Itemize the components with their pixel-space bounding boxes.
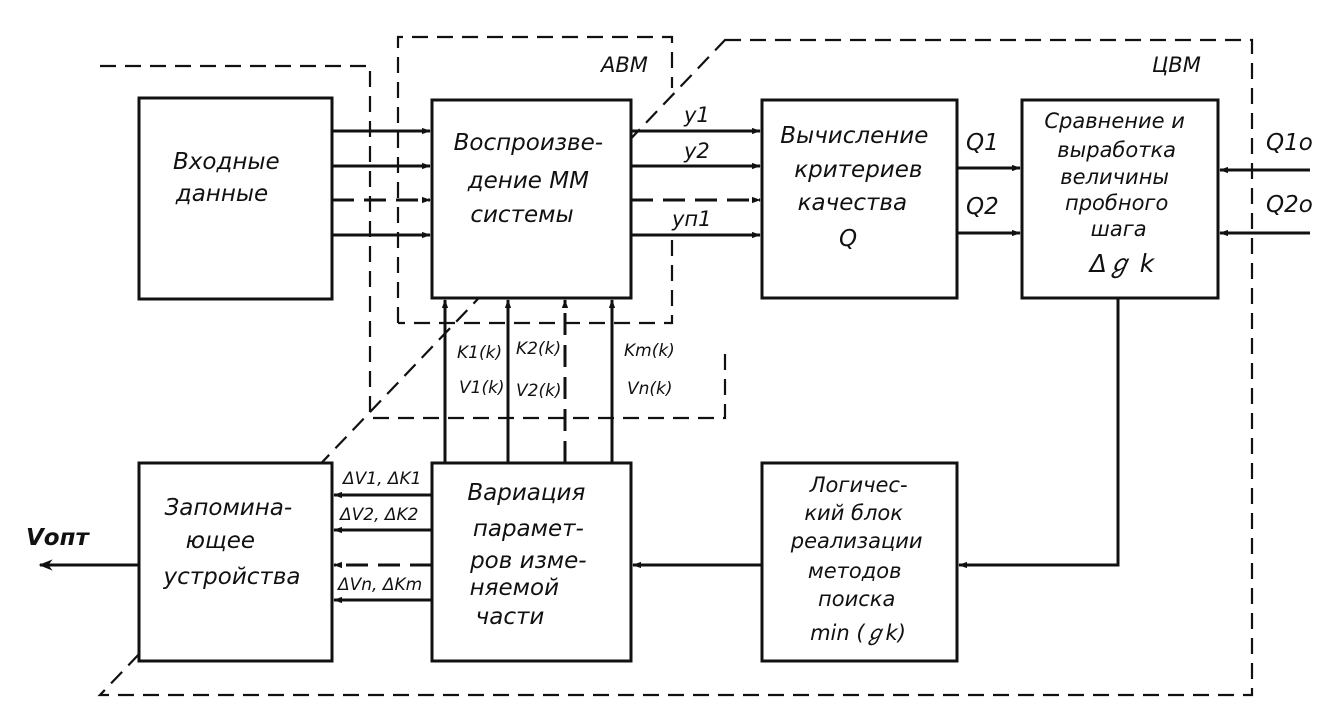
variation-text-line: парамет- [473, 516, 584, 542]
yn1-label: yп1 [671, 207, 712, 231]
logic-block-text: Логичес- кий блок реализации методов пои… [790, 473, 930, 646]
reproduction-text-line: Воспроизве- [454, 130, 603, 156]
vn-label: Vn(k) [627, 379, 673, 399]
variation-text-line: няемой [470, 575, 559, 601]
memory-text-line: Запомина- [165, 495, 293, 521]
input-text-line: данные [175, 181, 268, 207]
v2-label: V2(k) [516, 381, 562, 401]
dvn-label: ΔVn, ΔKm [336, 575, 422, 595]
v1-label: V1(k) [459, 378, 505, 398]
variation-text-line: части [476, 604, 545, 630]
y1-label: y1 [683, 103, 710, 127]
criteria-text-line: критериев [794, 157, 922, 183]
input-block-text: Входные данные [173, 149, 287, 207]
criteria-text-line: Q [839, 226, 857, 252]
compare-block [1020, 98, 1220, 300]
compare-text-line: Δℊ k [1088, 249, 1156, 279]
compare-text-line: шага [1091, 217, 1147, 241]
input-text-line: Входные [173, 149, 280, 175]
cvm-label: ЦВМ [1152, 53, 1201, 77]
k1-label: K1(k) [457, 343, 502, 363]
variation-text-line: Вариация [467, 480, 585, 506]
avm-label: АВМ [599, 53, 648, 77]
criteria-block-text: Вычисление критериев качества Q [780, 123, 935, 252]
logic-text-line: реализации [790, 529, 923, 553]
logic-text-line: кий блок [804, 501, 903, 525]
compare-text-line: выработка [1057, 138, 1176, 162]
criteria-text-line: качества [798, 190, 907, 216]
km-label: Km(k) [624, 341, 675, 361]
compare-text-line: Сравнение и [1044, 109, 1185, 133]
memory-block [137, 461, 334, 663]
k2-label: K2(k) [516, 339, 561, 359]
logic-text-line: min (ℊk) [810, 621, 906, 646]
compare-to-logic-arrow [958, 298, 1120, 569]
compare-text-line: пробного [1065, 191, 1168, 215]
memory-block-text: Запомина- ющее устройства [163, 495, 301, 590]
reproduction-text-line: дение ММ [467, 168, 589, 194]
criteria-text-line: Вычисление [780, 123, 928, 149]
logic-text-line: поиска [818, 587, 895, 611]
dv2-label: ΔV2, ΔK2 [338, 505, 418, 525]
input-data-block [137, 96, 334, 301]
variation-text-line: ров изме- [469, 548, 587, 574]
reproduction-text-line: системы [470, 202, 573, 228]
reproduction-block [430, 98, 633, 300]
variation-block [430, 461, 633, 663]
logic-text-line: методов [808, 559, 902, 583]
vopt-label: Vопт [26, 525, 90, 551]
logic-block [760, 461, 959, 663]
q2-label: Q2 [966, 194, 999, 220]
logic-text-line: Логичес- [809, 473, 908, 497]
q1-ext-label: Q1o [1266, 130, 1313, 156]
y2-label: y2 [683, 139, 710, 163]
memory-text-line: устройства [163, 564, 301, 590]
dv1-label: ΔV1, ΔK1 [341, 469, 421, 489]
criteria-block [760, 98, 959, 300]
compare-text-line: величины [1060, 165, 1169, 189]
avm-frame [396, 35, 674, 325]
q1-label: Q1 [966, 130, 999, 156]
variation-block-text: Вариация парамет- ров изме- няемой части [467, 480, 594, 630]
compare-block-text: Сравнение и выработка величины пробного … [1044, 109, 1191, 279]
reproduction-block-text: Воспроизве- дение ММ системы [454, 130, 611, 228]
q2-ext-label: Q2o [1266, 192, 1313, 218]
memory-text-line: ющее [186, 528, 255, 554]
